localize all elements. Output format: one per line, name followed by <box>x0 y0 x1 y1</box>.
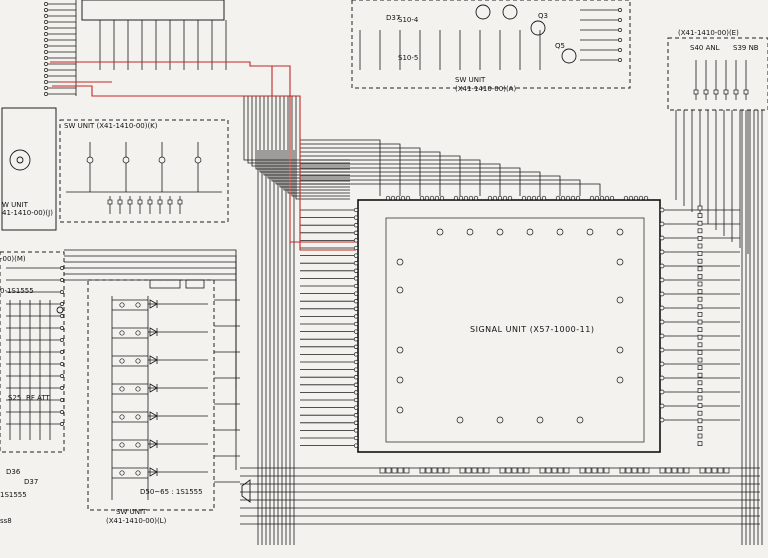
sw-unit-l-switches <box>111 279 205 500</box>
sw-unit-j-label: W UNIT <box>2 201 29 209</box>
q5-label: Q5 <box>555 42 565 50</box>
s25-label: S25 <box>8 394 21 402</box>
s10-5-label: S10-5 <box>398 54 418 62</box>
sw-unit-l-label: SW UNIT <box>116 508 147 516</box>
red-wires <box>50 61 356 251</box>
wiring <box>6 0 763 545</box>
s40-label: S40 ANL <box>690 44 720 52</box>
signal-unit-box <box>357 199 661 453</box>
sw-unit-a-code: (X41-1410-00)(A) <box>455 85 516 93</box>
d36-label: D36 <box>6 468 21 476</box>
d37-label: D37 <box>386 14 400 22</box>
sw-unit-e-label: (X41-1410-00)(E) <box>678 29 739 37</box>
signal-unit-label: SIGNAL UNIT (X57-1000-11) <box>470 325 594 334</box>
q3-label: Q3 <box>538 12 548 20</box>
sw-unit-k-frame <box>59 119 229 223</box>
d37b-label: D37 <box>24 478 38 486</box>
s39-label: S39 NB <box>733 44 759 52</box>
sw-unit-k-label: SW UNIT (X41-1410-00)(K) <box>64 122 158 130</box>
sw-unit-j-code: 41-1410-00)(J) <box>2 209 53 217</box>
left-bottom-note: 1S1555 <box>0 491 27 499</box>
sw-unit-a-label: SW UNIT <box>455 76 486 84</box>
diode-note: D50~65 : 1S1555 <box>140 488 203 496</box>
transistor-symbols <box>475 4 577 64</box>
rf-att-label: RF ATT <box>26 394 51 402</box>
sw-unit-e-frame <box>667 37 768 111</box>
misc-symbols <box>9 149 251 503</box>
sw-unit-l-code: (X41-1410-00)(L) <box>106 517 167 525</box>
bottom-left-note: ss8 <box>0 517 12 525</box>
connector-pins <box>44 2 749 476</box>
left-m-label: -00)(M) <box>0 255 26 263</box>
left-diode-note: 0-1S1555 <box>0 287 34 295</box>
s10-4-label: S10-4 <box>398 16 419 24</box>
sw-unit-a-frame <box>351 0 631 89</box>
left-unit-frame <box>0 251 65 453</box>
